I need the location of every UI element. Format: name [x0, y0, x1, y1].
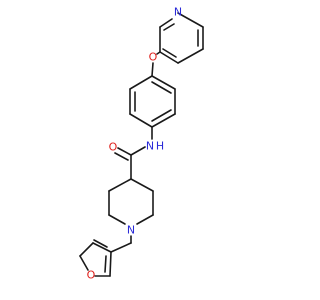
ether-oxygen-label: O	[149, 51, 158, 64]
amide-nitrogen-label: N	[146, 140, 154, 153]
bond-pyridine-6	[159, 18, 173, 28]
bond-pyridine-ether	[156, 51, 161, 55]
bond-phenyl-3	[151, 113, 176, 128]
bond-phenyl-6	[129, 75, 153, 90]
bonds	[79, 12, 204, 277]
bond-piperidine-1	[130, 178, 154, 192]
bond-amide-n-carbonyl	[130, 146, 146, 156]
furan-oxygen-label: O	[87, 269, 96, 282]
molecule-structure-diagram: N O N H O N O	[79, 6, 204, 282]
bond-phenyl-1-inner	[151, 81, 172, 94]
bond-pyridine-1	[177, 12, 204, 28]
bond-carbonyl-double-2	[114, 152, 129, 161]
bond-phenyl-4	[129, 113, 153, 128]
bond-carbonyl-double-1	[117, 147, 132, 156]
pyridine-nitrogen-label: N	[174, 6, 182, 19]
bond-furan-5	[109, 251, 112, 277]
bond-pyridine-4-inner	[162, 48, 177, 58]
bond-phenyl-1	[151, 75, 176, 90]
bond-furan-2	[79, 242, 94, 257]
piperidine-nitrogen-label: N	[127, 224, 135, 237]
carbonyl-oxygen-label: O	[109, 141, 118, 154]
bond-piperidine-6	[108, 178, 132, 192]
bond-furan-1-inner	[93, 239, 108, 248]
bond-furan-5-inner	[104, 255, 107, 273]
bond-pyridine-4	[159, 51, 179, 64]
bond-phenyl-3-inner	[151, 109, 172, 122]
bond-ether-phenyl	[151, 62, 154, 77]
bond-piperidine-4	[108, 214, 126, 225]
atom-labels: N O N H O N O	[87, 6, 182, 282]
bond-furan-3	[79, 255, 89, 271]
bond-furan-1	[92, 242, 112, 253]
bond-ch2-furan	[110, 242, 132, 253]
amide-hydrogen-label: H	[156, 140, 164, 153]
bond-piperidine-3	[136, 214, 154, 225]
bond-pyridine-3	[177, 48, 204, 64]
bond-pyridine-6-inner	[163, 23, 175, 31]
